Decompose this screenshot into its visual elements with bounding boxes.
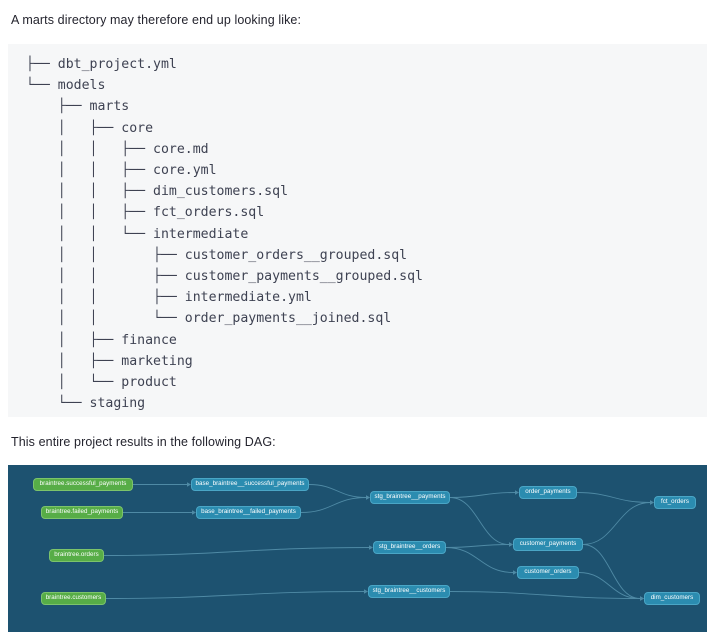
- dag-edge-stg_braintree__payments-to-order_payments: [449, 492, 516, 498]
- dag-edge-stg_braintree__orders-to-customer_orders: [445, 547, 514, 573]
- dag-edge-base_braintree__successful_payments-to-stg_braintree__payments: [308, 484, 367, 498]
- dag-edge-customer_payments-to-fct_orders: [582, 502, 651, 545]
- dag-edge-stg_braintree__orders-to-customer_payments: [445, 544, 510, 548]
- dag-node-fct_orders[interactable]: fct_orders: [654, 496, 696, 509]
- dag-node-braintree_orders[interactable]: braintree.orders: [49, 549, 104, 562]
- dag-node-dim_customers[interactable]: dim_customers: [644, 592, 700, 605]
- dag-edge-braintree_orders-to-stg_braintree__orders: [103, 547, 370, 556]
- dag-edge-order_payments-to-fct_orders: [576, 492, 651, 503]
- dag-arrowhead: [192, 510, 196, 515]
- dag-edges: [103, 482, 654, 601]
- dag-arrowhead: [187, 482, 191, 487]
- dag-node-base_braintree__failed_payments[interactable]: base_braintree__failed_payments: [196, 506, 301, 519]
- dag-edge-stg_braintree__customers-to-dim_customers: [449, 591, 641, 599]
- dag-edge-base_braintree__failed_payments-to-stg_braintree__payments: [300, 497, 367, 513]
- dag-arrowhead: [509, 542, 513, 547]
- dag-node-stg_braintree__payments[interactable]: stg_braintree__payments: [370, 491, 450, 504]
- dag-node-customer_orders[interactable]: customer_orders: [517, 566, 579, 579]
- directory-tree-text: ├── dbt_project.yml └── models ├── marts…: [26, 57, 423, 412]
- dag-arrowhead: [515, 490, 519, 495]
- dag-node-customer_payments[interactable]: customer_payments: [513, 538, 583, 551]
- dag-arrowhead: [369, 545, 373, 550]
- dag-edge-customer_orders-to-dim_customers: [578, 572, 641, 599]
- dag-node-stg_braintree__customers[interactable]: stg_braintree__customers: [368, 585, 450, 598]
- dag-edge-stg_braintree__payments-to-customer_payments: [449, 497, 510, 545]
- dag-arrowhead: [366, 495, 370, 500]
- dag-node-order_payments[interactable]: order_payments: [519, 486, 577, 499]
- dag-arrowhead: [650, 500, 654, 505]
- dag-node-braintree_customers[interactable]: braintree.customers: [41, 592, 106, 605]
- dag-edge-braintree_customers-to-stg_braintree__customers: [105, 591, 365, 599]
- dag-caption: This entire project results in the follo…: [11, 435, 276, 449]
- dag-arrowhead: [513, 570, 517, 575]
- dag-node-braintree_failed_payments[interactable]: braintree.failed_payments: [41, 506, 123, 519]
- dag-arrowhead: [640, 596, 644, 601]
- dag-edge-customer_payments-to-dim_customers: [582, 544, 641, 599]
- dag-arrowhead: [364, 589, 368, 594]
- tree-caption: A marts directory may therefore end up l…: [11, 13, 302, 27]
- dag-diagram: braintree.successful_payments braintree.f…: [8, 465, 707, 632]
- dag-node-stg_braintree__orders[interactable]: stg_braintree__orders: [373, 541, 446, 554]
- dag-node-base_braintree__successful_payments[interactable]: base_braintree__successful_payments: [191, 478, 309, 491]
- directory-tree-code-block: ├── dbt_project.yml └── models ├── marts…: [8, 44, 707, 417]
- dag-node-braintree_successful_payments[interactable]: braintree.successful_payments: [33, 478, 133, 491]
